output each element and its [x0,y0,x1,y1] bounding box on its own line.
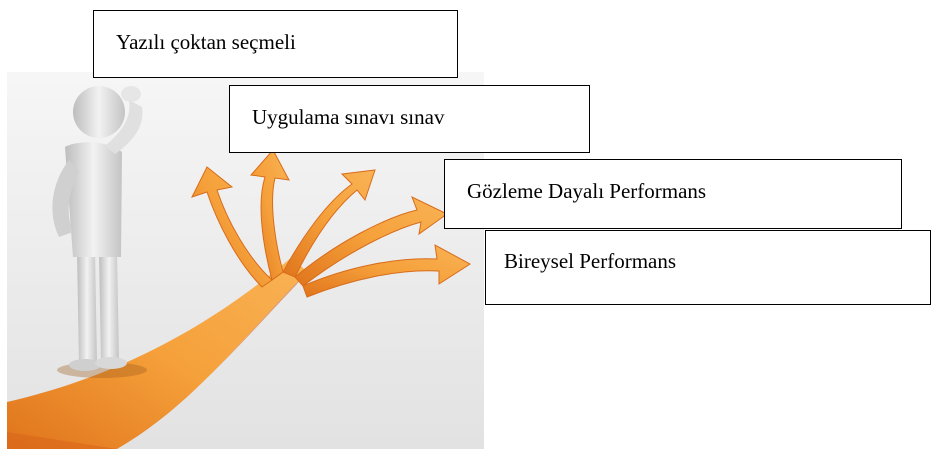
figure-hand [121,86,141,102]
option-label: Gözleme Dayalı Performans [467,181,706,202]
option-box-written-multiple-choice: Yazılı çoktan seçmeli [93,10,458,78]
option-label: Yazılı çoktan seçmeli [116,32,296,53]
option-box-practical-exam: Uygulama sınavı sınav [229,85,590,153]
figure-right-foot [95,357,127,369]
option-box-individual-performance: Bireysel Performans [485,230,931,305]
option-label: Bireysel Performans [504,251,676,272]
figure-left-leg [77,252,97,364]
figure-head [73,86,125,138]
option-box-observation-performance: Gözleme Dayalı Performans [444,159,902,229]
figure-torso [65,142,122,257]
option-label: Uygulama sınavı sınav [252,107,444,128]
figure-right-leg [99,252,119,362]
